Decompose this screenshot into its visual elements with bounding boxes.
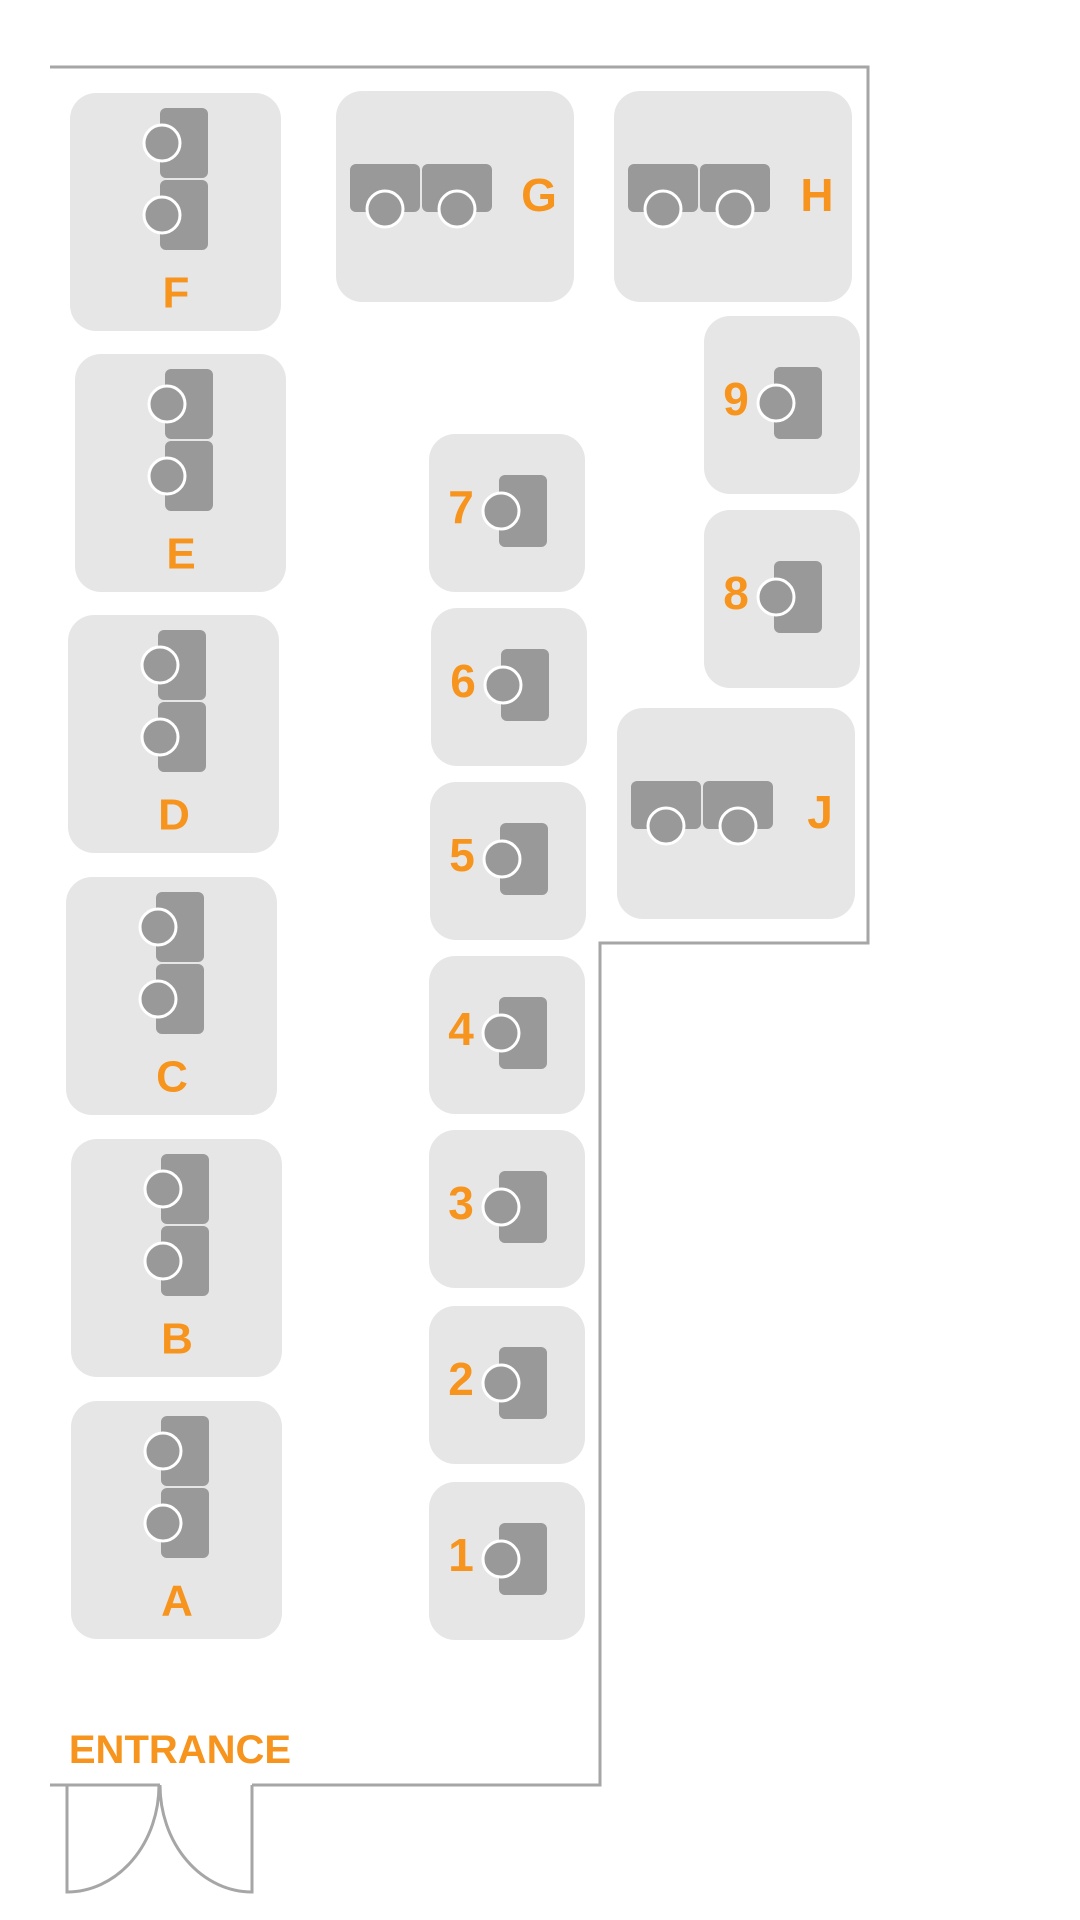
table-icon [156,892,204,962]
door-right-leaf [158,1784,254,1894]
booth-label: 6 [450,655,476,707]
chair-icon [718,806,758,846]
chair-icon [756,577,796,617]
table-icon [165,441,213,511]
chair-icon [482,839,522,879]
booth-b[interactable]: B [71,1139,282,1377]
hall-wall-outline [50,65,870,1787]
chair-icon [140,645,180,685]
table-icon [700,164,770,212]
booth-h[interactable]: H [614,91,852,302]
chair-icon [483,665,523,705]
booth-label: 7 [448,481,474,533]
table-icon [499,1347,547,1419]
table-icon [499,997,547,1069]
booth-7[interactable]: 7 [429,434,585,592]
chair-icon [143,1169,183,1209]
table-icon [499,1171,547,1243]
door-left-leaf [65,1784,161,1894]
table-icon [161,1226,209,1296]
table-icon [501,649,549,721]
booth-layer: 1 2 3 4 5 6 7 8 9 F E D C B A G H J [66,91,860,1640]
chair-icon [142,195,182,235]
table-icon [165,369,213,439]
entrance-double-door [50,1783,254,1894]
booth-6[interactable]: 6 [431,608,587,766]
booth-label: F [163,269,190,318]
chair-icon [143,1241,183,1281]
table-icon [631,781,701,829]
chair-icon [138,979,178,1019]
booth-label: A [161,1577,193,1626]
chair-icon [756,383,796,423]
booth-label: J [807,786,833,838]
booth-j[interactable]: J [617,708,855,919]
chair-icon [437,189,477,229]
chair-icon [143,1503,183,1543]
chair-icon [143,1431,183,1471]
table-icon [161,1154,209,1224]
booth-label: 2 [448,1353,474,1405]
booth-a[interactable]: A [71,1401,282,1639]
booth-label: 1 [448,1529,474,1581]
chair-icon [481,491,521,531]
chair-icon [140,717,180,757]
table-icon [774,367,822,439]
table-icon [350,164,420,212]
booth-label: H [800,169,833,221]
booth-e[interactable]: E [75,354,286,592]
booth-label: 5 [449,829,475,881]
chair-icon [142,123,182,163]
chair-icon [365,189,405,229]
table-icon [161,1416,209,1486]
booth-label: E [166,530,195,579]
booth-9[interactable]: 9 [704,316,860,494]
booth-label: D [158,791,190,840]
table-icon [158,702,206,772]
table-icon [500,823,548,895]
chair-icon [481,1013,521,1053]
chair-icon [715,189,755,229]
booth-5[interactable]: 5 [430,782,586,940]
table-icon [160,180,208,250]
table-icon [422,164,492,212]
booth-f[interactable]: F [70,93,281,331]
table-icon [499,1523,547,1595]
chair-icon [481,1363,521,1403]
chair-icon [646,806,686,846]
table-icon [774,561,822,633]
booth-label: 9 [723,373,749,425]
booth-1[interactable]: 1 [429,1482,585,1640]
booth-label: C [156,1053,188,1102]
booth-g[interactable]: G [336,91,574,302]
chair-icon [481,1539,521,1579]
booth-label: 8 [723,567,749,619]
booth-4[interactable]: 4 [429,956,585,1114]
booth-label: 3 [448,1177,474,1229]
booth-label: B [161,1315,193,1364]
table-icon [161,1488,209,1558]
table-icon [156,964,204,1034]
booth-8[interactable]: 8 [704,510,860,688]
chair-icon [138,907,178,947]
table-icon [158,630,206,700]
booth-label: 4 [448,1003,474,1055]
table-icon [703,781,773,829]
table-icon [160,108,208,178]
chair-icon [147,456,187,496]
booth-3[interactable]: 3 [429,1130,585,1288]
chair-icon [147,384,187,424]
booth-label: G [521,169,557,221]
table-icon [499,475,547,547]
booth-c[interactable]: C [66,877,277,1115]
chair-icon [643,189,683,229]
table-icon [628,164,698,212]
booth-2[interactable]: 2 [429,1306,585,1464]
chair-icon [481,1187,521,1227]
entrance-label: ENTRANCE [69,1728,291,1772]
booth-d[interactable]: D [68,615,279,853]
